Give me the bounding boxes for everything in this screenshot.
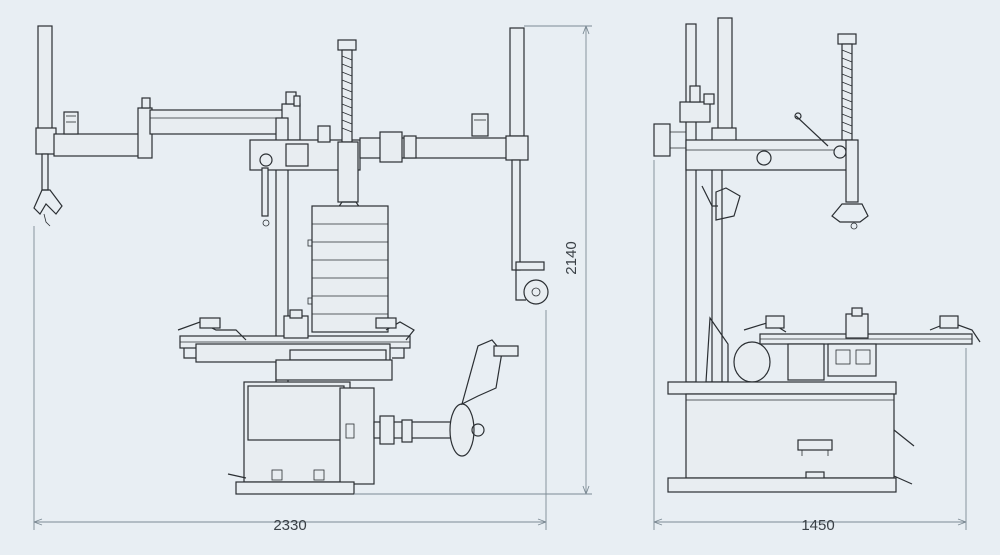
dim-label-depth: 1450 — [801, 517, 834, 534]
side-turntable — [705, 307, 981, 383]
side-column — [653, 17, 737, 387]
side-view: 1450 — [653, 17, 981, 534]
cover-plate — [307, 205, 389, 333]
turntable — [177, 309, 415, 381]
upper-arm — [53, 91, 301, 159]
left-column — [33, 25, 63, 227]
inflation-arm — [373, 339, 519, 457]
dimension-side-depth: 1450 — [653, 160, 967, 534]
main-body — [227, 381, 375, 495]
spring-post — [333, 39, 365, 232]
dim-label-height: 2140 — [563, 241, 580, 274]
right-arm — [359, 27, 549, 305]
dim-label-width: 2330 — [273, 517, 306, 534]
front-view: 2330 2140 — [33, 25, 592, 534]
side-base — [667, 381, 915, 493]
side-arm — [685, 112, 853, 221]
dimension-front-width: 2330 — [33, 226, 547, 534]
dimension-height: 2140 — [354, 25, 592, 495]
side-spring-post — [831, 33, 869, 230]
